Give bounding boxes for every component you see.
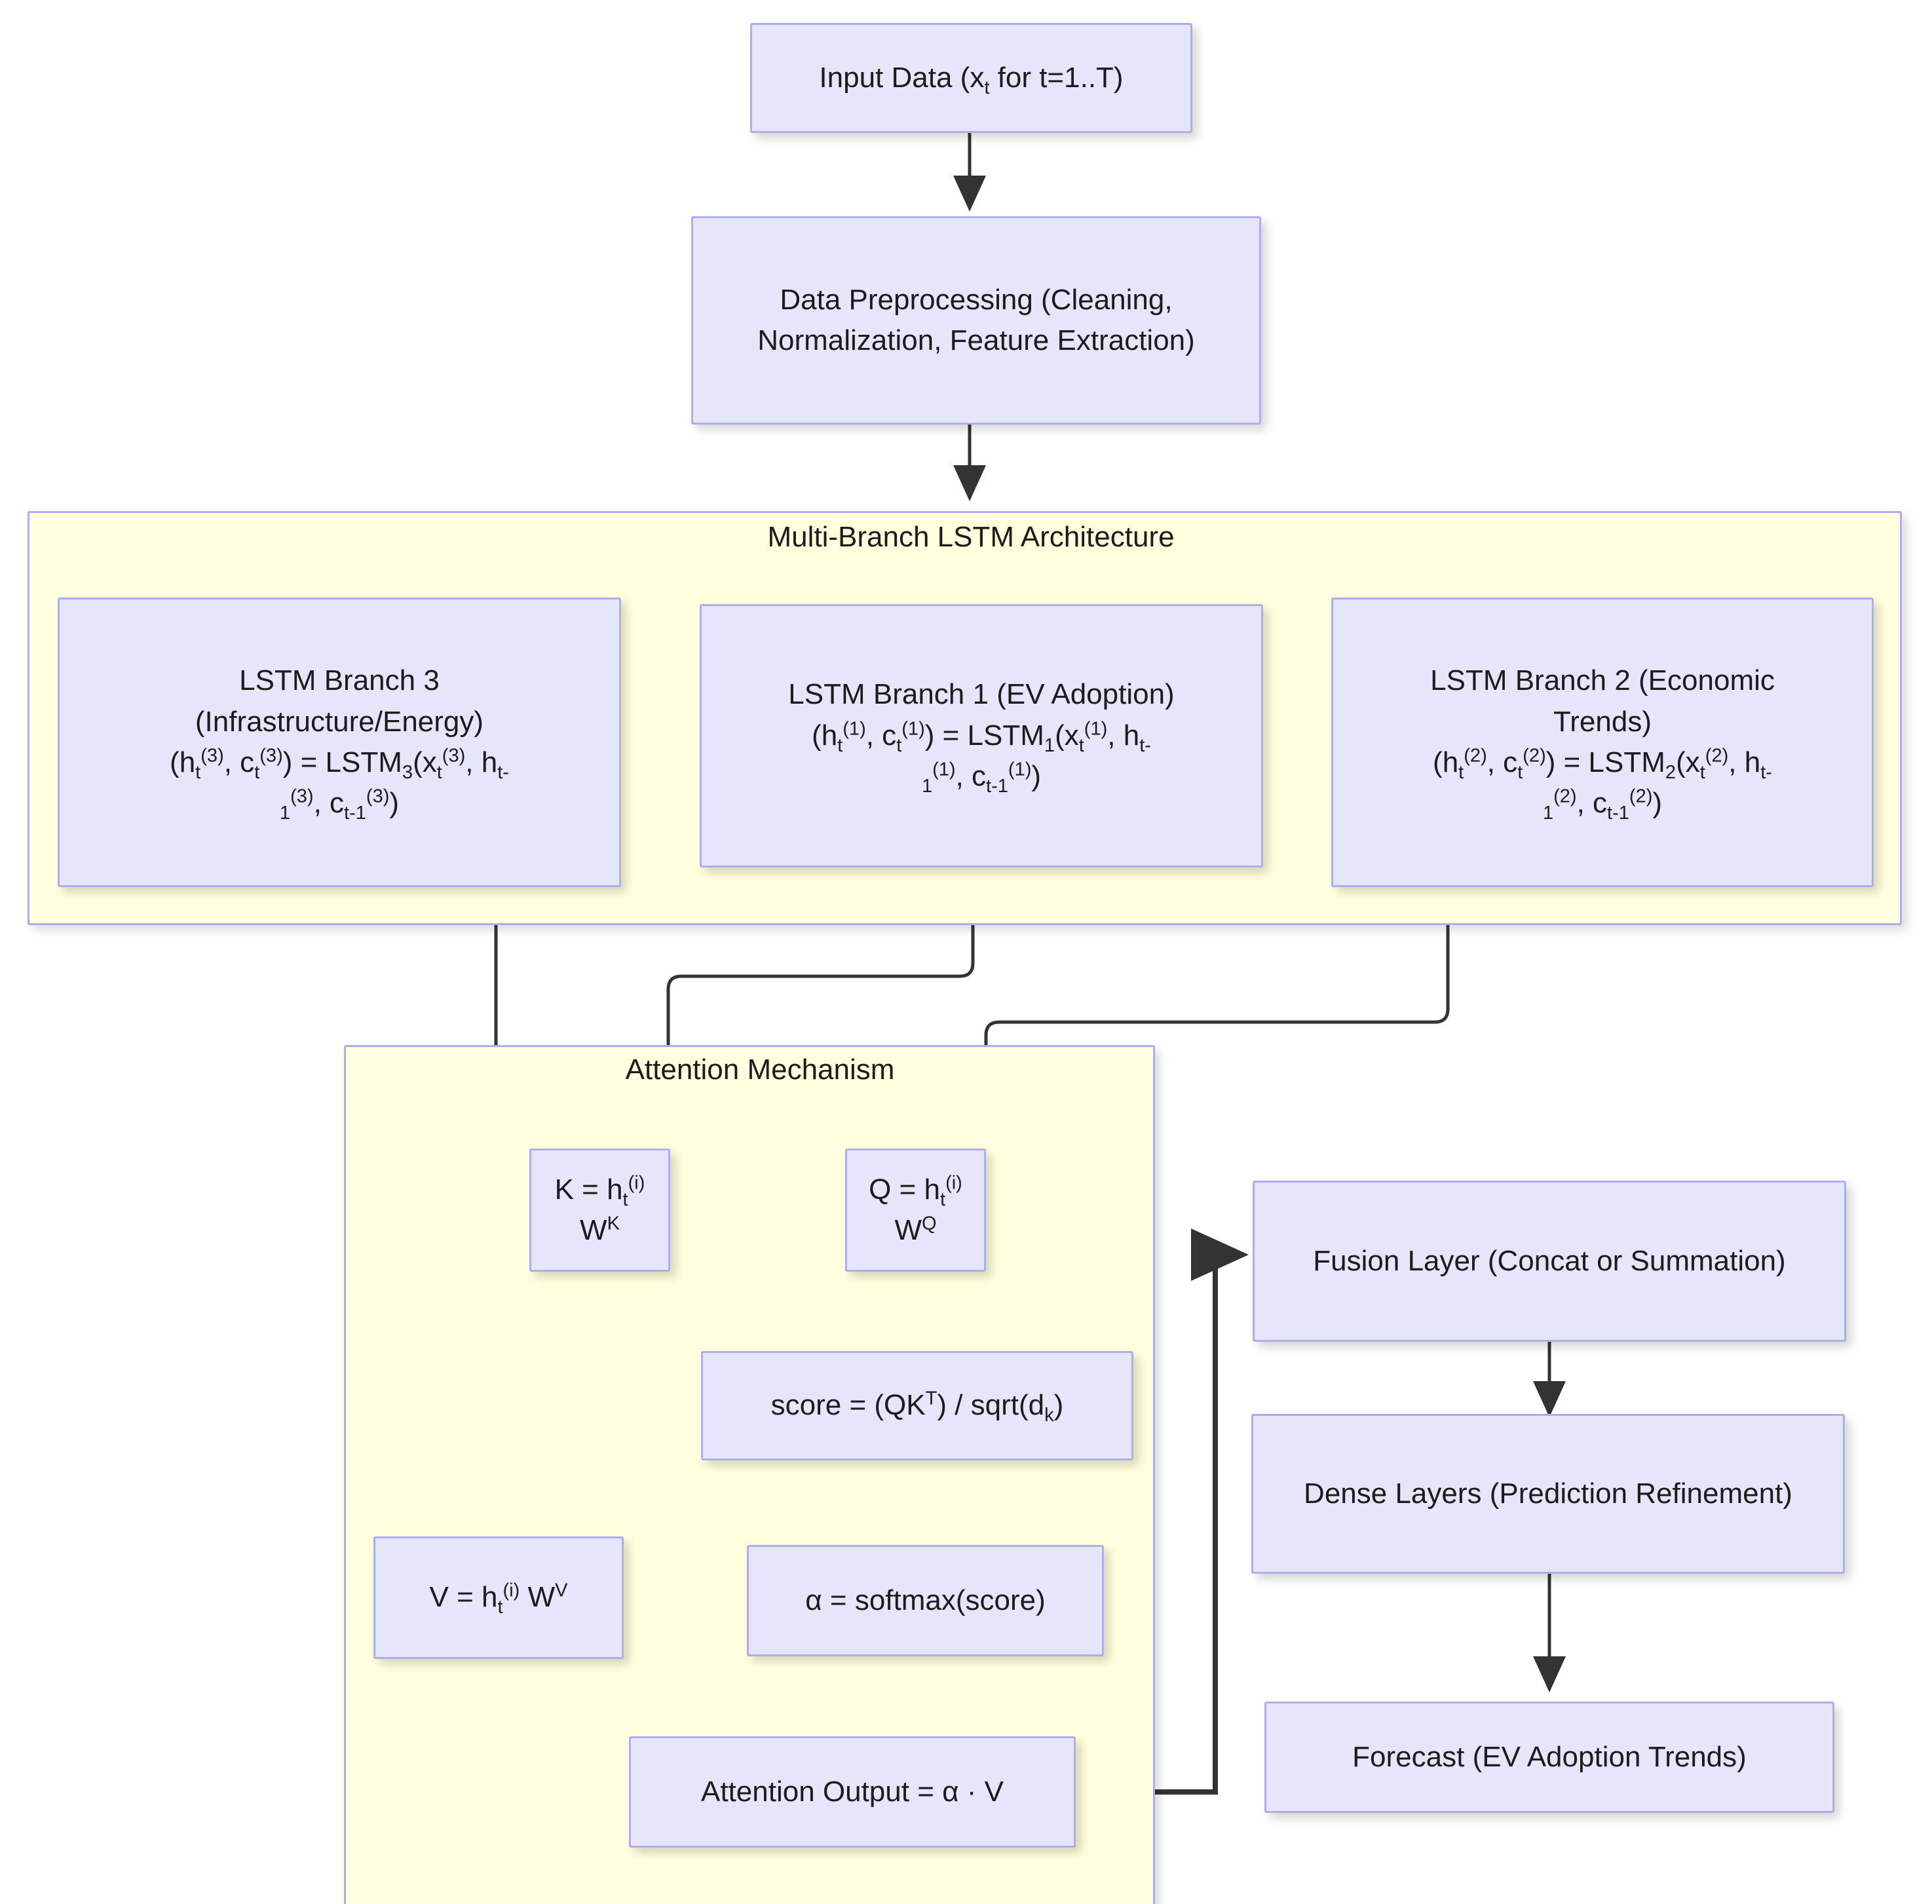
node-query[interactable]: Q = ht(i) WQ (845, 1149, 986, 1272)
node-fusion-layer[interactable]: Fusion Layer (Concat or Summation) (1253, 1181, 1846, 1342)
node-lstm-branch-3[interactable]: LSTM Branch 3 (Infrastructure/Energy) (h… (58, 598, 621, 887)
node-lstm-branch-2[interactable]: LSTM Branch 2 (Economic Trends) (ht(2), … (1331, 598, 1874, 887)
node-lstm-branch-3-title: LSTM Branch 3 (239, 664, 440, 697)
node-score[interactable]: score = (QKT) / sqrt(dk) (701, 1351, 1133, 1460)
node-fusion-layer-label: Fusion Layer (Concat or Summation) (1313, 1244, 1786, 1277)
node-lstm-branch-2-formula: (ht(2), ct(2)) = LSTM2(xt(2), ht- (1433, 745, 1772, 783)
node-forecast[interactable]: Forecast (EV Adoption Trends) (1264, 1702, 1834, 1813)
node-alpha-label: α = softmax(score) (805, 1584, 1046, 1616)
node-data-preprocessing-label: Data Preprocessing (Cleaning, Normalizat… (757, 283, 1195, 356)
node-forecast-label: Forecast (EV Adoption Trends) (1352, 1740, 1747, 1773)
lstm-architecture-cluster-label: Multi-Branch LSTM Architecture (767, 521, 1175, 553)
node-input-data-label: Input Data (xt for t=1..T) (819, 61, 1124, 98)
node-data-preprocessing[interactable]: Data Preprocessing (Cleaning, Normalizat… (691, 216, 1261, 425)
node-alpha[interactable]: α = softmax(score) (747, 1545, 1104, 1656)
node-lstm-branch-1[interactable]: LSTM Branch 1 (EV Adoption) (ht(1), ct(1… (700, 604, 1263, 867)
node-key-label: K = ht(i) WK (554, 1171, 645, 1246)
node-query-label: Q = ht(i) WQ (869, 1171, 962, 1246)
node-lstm-branch-1-formula: (ht(1), ct(1)) = LSTM1(xt(1), ht- (812, 718, 1151, 756)
node-lstm-branch-2-title: LSTM Branch 2 (Economic (1430, 664, 1775, 697)
node-input-data[interactable]: Input Data (xt for t=1..T) (750, 23, 1192, 133)
node-dense-layers[interactable]: Dense Layers (Prediction Refinement) (1251, 1414, 1845, 1574)
node-lstm-branch-1-title: LSTM Branch 1 (EV Adoption) (788, 678, 1175, 711)
node-attention-output[interactable]: Attention Output = α · V (629, 1736, 1076, 1848)
node-value[interactable]: V = ht(i) WV (373, 1536, 624, 1659)
node-value-label: V = ht(i) WV (429, 1580, 568, 1618)
node-dense-layers-label: Dense Layers (Prediction Refinement) (1304, 1477, 1792, 1510)
node-attention-output-label: Attention Output = α · V (700, 1775, 1004, 1808)
node-lstm-branch-3-formula: (ht(3), ct(3)) = LSTM3(xt(3), ht- (170, 745, 509, 783)
node-key[interactable]: K = ht(i) WK (529, 1149, 670, 1272)
node-score-label: score = (QKT) / sqrt(dk) (770, 1388, 1064, 1426)
node-lstm-branch-3-subtitle: (Infrastructure/Energy) (195, 705, 484, 738)
attention-mechanism-cluster-label: Attention Mechanism (625, 1054, 895, 1086)
subscript-t: t (984, 77, 990, 98)
